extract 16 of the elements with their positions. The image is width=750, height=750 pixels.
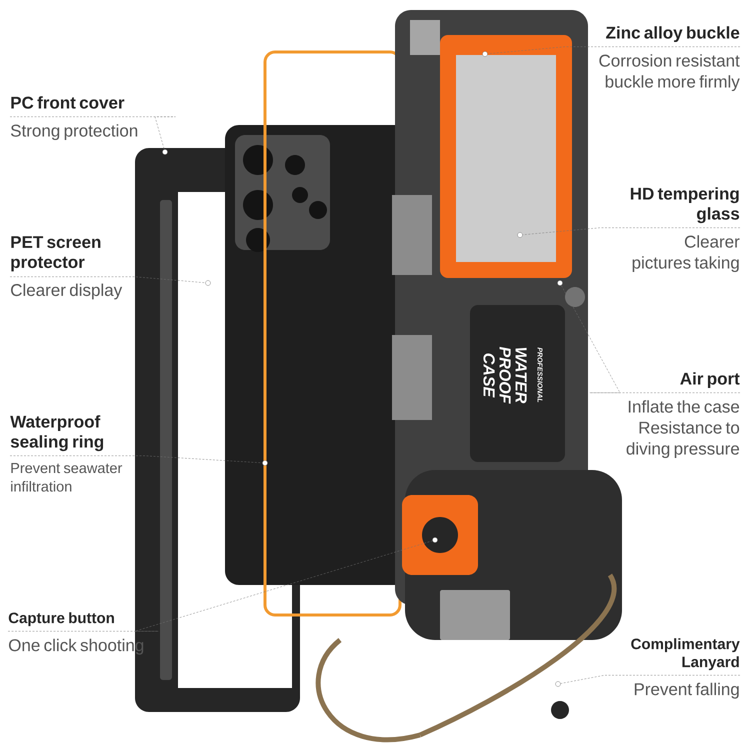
callout-text: Waterproof sealing ring Prevent seawater infiltration [10,415,122,492]
callout-text: Zinc alloy buckle Corrosion resistant buckle more firmly [599,26,740,92]
leader-line [10,276,206,283]
leader-line [561,285,740,393]
leader-line [522,228,740,235]
leader-line [8,540,433,632]
printed-text: WATER PROOF CASE [483,346,527,404]
leader-line [10,456,262,464]
callout-text: HD tempering glass Clearer pictures taking [630,187,740,272]
callout-text: PET screen protector Clearer display [11,236,122,300]
leader-line [560,675,740,684]
callout-text: Complimentary Lanyard Prevent falling [631,638,740,699]
callout-text: PC front cover Strong protection [10,96,138,140]
leader-line [488,46,740,54]
leader-line [10,116,176,150]
callout-text: Air port Inflate the case Resistance to diving pressure [626,372,740,458]
